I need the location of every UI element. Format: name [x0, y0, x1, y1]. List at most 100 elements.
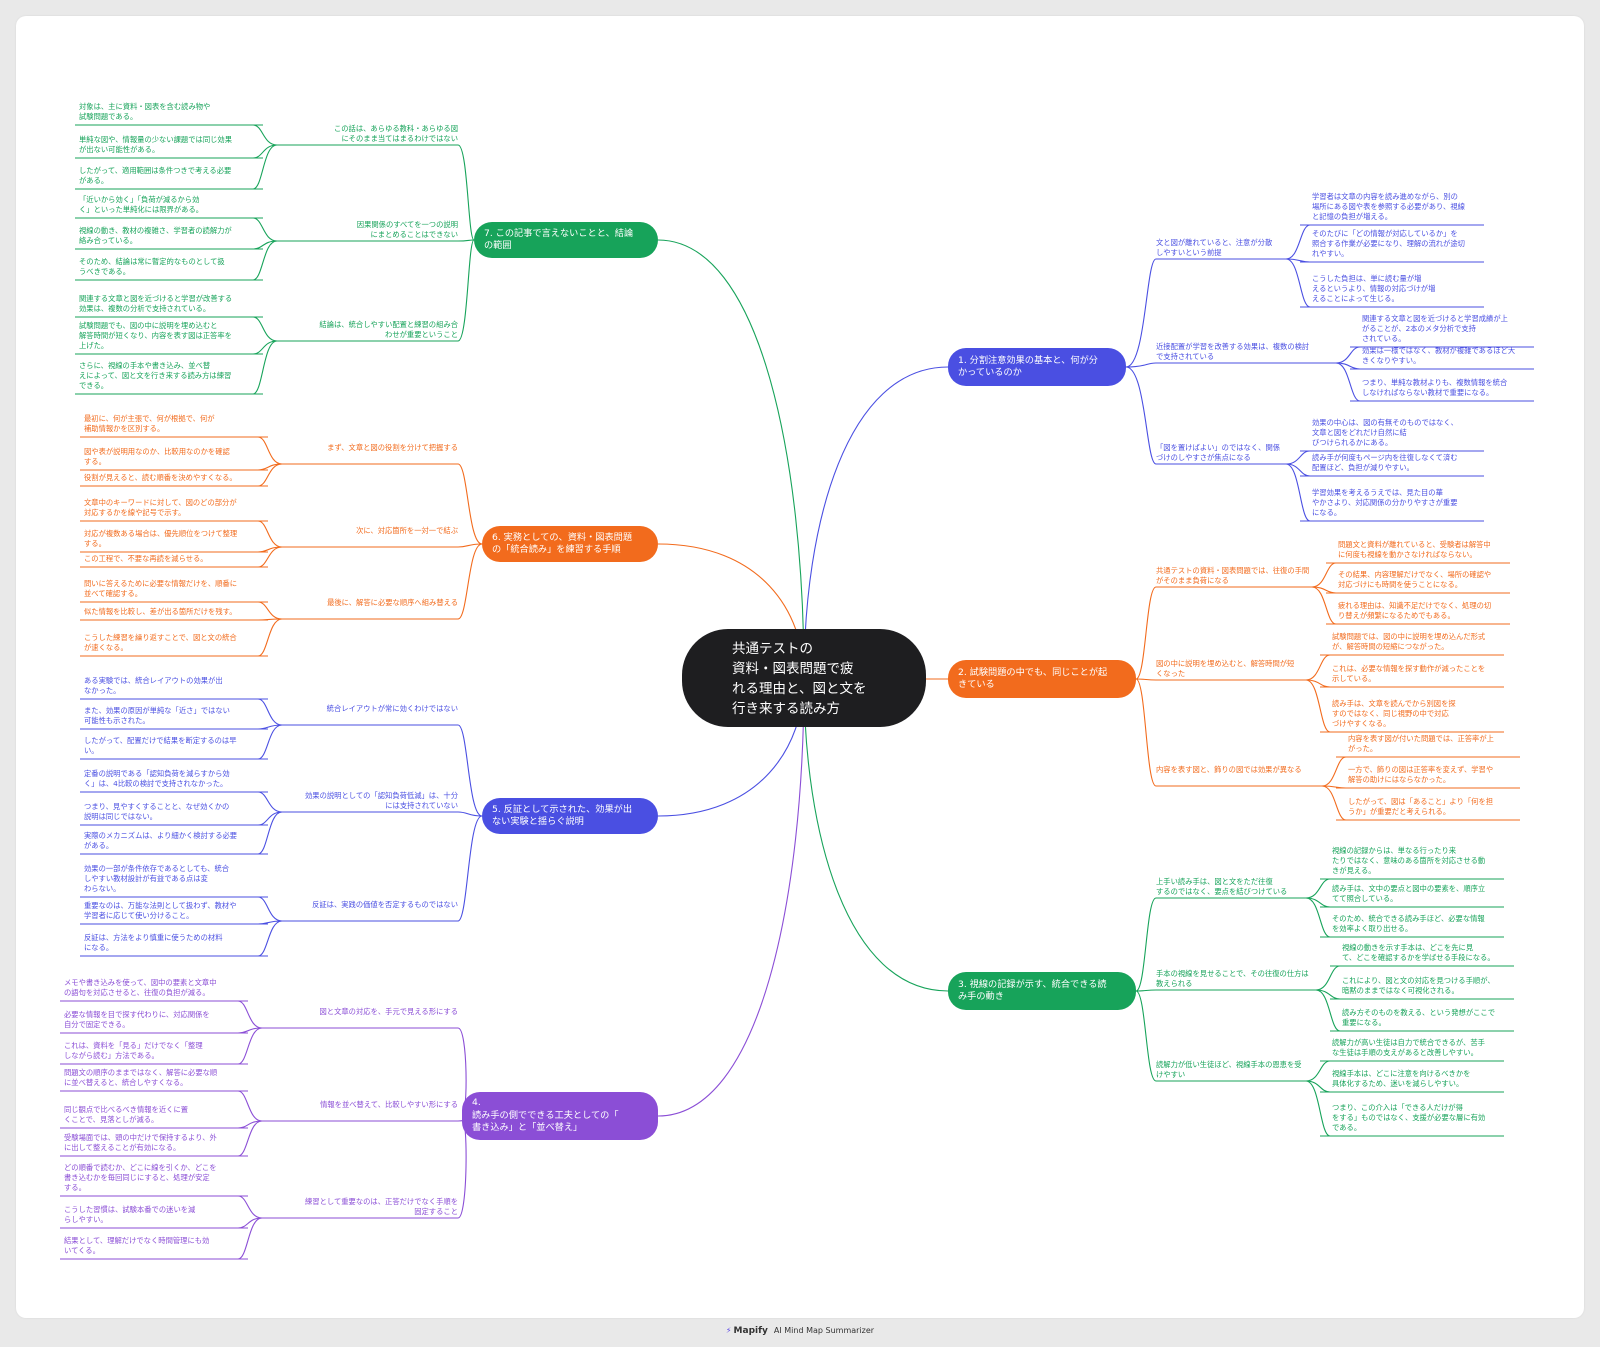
leaf-connector — [257, 920, 283, 957]
leaf-node: したがって、図は「あること」より「何を担 うか」が重要だと考えられる。 — [1348, 797, 1494, 816]
tagline: AI Mind Map Summarizer — [773, 1326, 875, 1335]
mind-map-canvas: 共通テストの 資料・図表問題で疲 れる理由と、図と文を 行き来する読み方 1. … — [16, 16, 1584, 1318]
sub-topic: 読解力が低い生徒ほど、視線手本の恩恵を受 けやすい — [1156, 1060, 1302, 1079]
leaf-connector — [257, 724, 283, 760]
sub-topic: 効果の説明としての「認知負荷低減」は、十分 には支持されていない — [304, 791, 458, 810]
central-topic[interactable]: 共通テストの 資料・図表問題で疲 れる理由と、図と文を 行き来する読み方 — [682, 629, 926, 727]
sub-connector — [1135, 990, 1157, 1082]
leaf-connector — [1335, 362, 1361, 402]
branch-connector — [657, 677, 805, 1117]
leaf-node: 役割が見えると、読む順番を決めやすくなる。 — [84, 473, 237, 482]
leaf-connector — [1285, 258, 1311, 308]
branch-node-5[interactable]: 5. 反証として示された、効果が出 ない実験と揺らぐ説明 — [482, 798, 658, 834]
sub-topic: 図の中に説明を埋め込むと、解答時間が短 くなった — [1156, 659, 1295, 678]
leaf-node: 図や表が説明用なのか、比較用なのかを確認 する。 — [84, 447, 230, 466]
leaf-node: 最初に、何が主張で、何が根拠で、何が 補助情報かを区別する。 — [84, 414, 215, 433]
leaf-node: つまり、見やすくすることと、なぜ効くかの 説明は同じではない。 — [84, 802, 230, 821]
branch-connector — [657, 239, 805, 679]
leaf-node: 似た情報を比較し、差が出る箇所だけを残す。 — [84, 607, 237, 616]
leaf-node: 対応が複数ある場合は、優先順位をつけて整理 する。 — [84, 529, 238, 548]
leaf-node: そのため、結論は常に暫定的なものとして扱 うべきである。 — [79, 257, 225, 276]
sub-topic: 上手い読み手は、図と文をただ往復 するのではなく、要点を結びつけている — [1156, 877, 1288, 896]
leaf-node: ある実験では、統合レイアウトの効果が出 なかった。 — [84, 676, 223, 695]
leaf-node: 読み手が何度もページ内を往復しなくて済む 配置ほど、負担が減りやすい。 — [1312, 453, 1458, 472]
sub-topic: 近接配置が学習を改善する効果は、複数の検討 で支持されている — [1156, 342, 1310, 361]
leaf-node: 重要なのは、万能な法則として扱わず、教材や 学習者に応じて使い分けること。 — [84, 901, 237, 920]
leaf-node: 試験問題では、図の中に説明を埋め込んだ形式 が、解答時間の短縮につながった。 — [1332, 632, 1486, 651]
leaf-node: この工程で、不要な再読を減らせる。 — [84, 554, 208, 563]
branch-node-7[interactable]: 7. この記事で言えないことと、結論 の範囲 — [474, 222, 658, 258]
leaf-connector — [257, 791, 283, 813]
leaf-node: 学習効果を考えるうえでは、見た目の華 やかさより、対応関係の分かりやすさが重要 … — [1312, 488, 1458, 517]
leaf-connector — [237, 1090, 263, 1122]
leaf-node: 視線の動き、教材の複雑さ、学習者の読解力が 絡み合っている。 — [79, 226, 232, 245]
sub-connector — [457, 239, 475, 242]
sub-connector — [457, 724, 483, 817]
leaf-node: 試験問題でも、図の中に説明を埋め込むと 解答時間が短くなり、内容を表す図は正答率… — [79, 321, 232, 350]
leaf-connector — [1335, 346, 1361, 364]
brand-logo[interactable]: Mapify — [733, 1326, 768, 1336]
sub-connector — [1125, 366, 1157, 465]
leaf-connector — [237, 1217, 263, 1260]
leaf-connector — [252, 316, 278, 342]
leaf-node: 読み手は、文章を読んでから別図を探 すのではなく、同じ視野の中で対応 づけやすく… — [1332, 699, 1456, 728]
leaf-connector — [257, 618, 283, 657]
leaf-node: こうした習慣は、試験本番での迷いを減 らしやすい。 — [64, 1205, 196, 1224]
leaf-connector — [252, 217, 278, 242]
sub-topic: 文と図が離れていると、注意が分散 しやすいという前提 — [1156, 238, 1273, 257]
branch-label: 7. この記事で言えないことと、結論 の範囲 — [484, 227, 634, 252]
leaf-connector — [1305, 1060, 1331, 1082]
sub-connector — [457, 811, 483, 817]
branch-node-1[interactable]: 1. 分割注意効果の基本と、何が分 かっているのか — [948, 348, 1126, 386]
sub-topic: この話は、あらゆる教科・あらゆる図 にそのまま当てはまるわけではない — [333, 124, 458, 143]
leaf-node: 視線の記録からは、単なる行ったり来 たりではなく、意味のある箇所を対応させる動 … — [1332, 846, 1486, 875]
sub-topic: 内容を表す図と、飾りの図では効果が異なる — [1156, 765, 1302, 774]
leaf-connector — [1285, 224, 1311, 260]
leaf-node: 関連する文章と図を近づけると学習が改善する 効果は、複数の分析で支持されている。 — [79, 294, 233, 313]
branch-connector — [803, 677, 949, 992]
sub-connector — [457, 239, 475, 342]
branch-label: 5. 反証として示された、効果が出 ない実験と揺らぐ説明 — [492, 803, 633, 828]
leaf-node: 単純な図や、情報量の少ない課題では同じ効果 が出ない可能性がある。 — [79, 135, 233, 154]
leaf-connector — [237, 1027, 263, 1065]
leaf-node: 実際のメカニズムは、より細かく検討する必要 がある。 — [84, 831, 238, 850]
leaf-node: したがって、適用範囲は条件つきで考える必要 がある。 — [79, 166, 232, 185]
leaf-node: 問いに答えるために必要な情報だけを、順番に 並べて確認する。 — [84, 579, 238, 598]
sub-topic: 図と文章の対応を、手元で見える形にする — [319, 1007, 459, 1016]
branch-node-6[interactable]: 6. 実務としての、資料・図表問題 の「統合読み」を練習する手順 — [482, 526, 658, 562]
leaf-connector — [257, 811, 283, 826]
sub-topic: 結論は、統合しやすい配置と練習の組み合 わせが重要ということ — [319, 320, 458, 339]
leaf-connector — [1311, 586, 1337, 625]
branch-node-2[interactable]: 2. 試験問題の中でも、同じことが起 きている — [948, 660, 1136, 698]
sub-connector — [457, 543, 483, 620]
leaf-node: 効果は一様ではなく、教材が複雑であるほど大 きくなりやすい。 — [1362, 346, 1516, 365]
leaf-connector — [237, 1195, 263, 1219]
leaf-connector — [252, 144, 278, 190]
leaf-connector — [252, 144, 278, 159]
leaf-node: これは、資料を「見る」だけでなく「整理 しながら読む」方法である。 — [64, 1041, 203, 1060]
leaf-node: そのため、統合できる読み手ほど、必要な情報 を効率よく取り出せる。 — [1332, 914, 1485, 933]
sub-connector — [457, 463, 483, 545]
leaf-node: どの順番で読むか、どこに線を引くか、どこを 書き込むかを毎回同じにすると、処理が… — [64, 1163, 217, 1192]
leaf-node: 視線の動きを示す手本は、どこを先に見 て、どこを確認するかを学ばせる手段になる。 — [1342, 943, 1495, 962]
leaf-node: これにより、図と文の対応を見つける手順が、 暗黙のままではなく可視化される。 — [1342, 976, 1495, 995]
branch-node-4[interactable]: 4. 読み手の側でできる工夫としての「 書き込み」と「並べ替え」 — [462, 1092, 658, 1140]
branch-node-3[interactable]: 3. 視線の記録が示す、統合できる読 み手の動き — [948, 972, 1136, 1010]
leaf-node: これは、必要な情報を探す動作が減ったことを 示している。 — [1332, 664, 1486, 683]
leaf-connector — [1305, 878, 1331, 899]
sub-connector — [457, 543, 483, 548]
sub-topic: 次に、対応箇所を一対一で結ぶ — [356, 526, 458, 535]
sub-connector — [457, 144, 475, 241]
leaf-connector — [257, 896, 283, 922]
branch-label: 3. 視線の記録が示す、統合できる読 み手の動き — [958, 978, 1107, 1003]
sub-topic: まず、文章と図の役割を分けて把握する — [327, 443, 458, 452]
leaf-node: 学習者は文章の内容を読み進めながら、別の 場所にある図や表を参照する必要があり、… — [1312, 192, 1465, 221]
leaf-connector — [252, 124, 278, 146]
leaf-connector — [237, 1000, 263, 1029]
leaf-node: 効果の一部が条件依存であるとしても、統合 しやすい教材設計が有益である点は変 わ… — [84, 864, 230, 893]
leaf-node: 反証は、方法をより慎重に使うための材料 になる。 — [84, 933, 223, 952]
sub-topic: 因果関係のすべてを一つの説明 にまとめることはできない — [356, 220, 458, 239]
sub-connector — [1135, 989, 1157, 992]
leaf-node: 関連する文章と図を近づけると学習成績が上 がることが、2本のメタ分析で支持 され… — [1362, 314, 1508, 343]
